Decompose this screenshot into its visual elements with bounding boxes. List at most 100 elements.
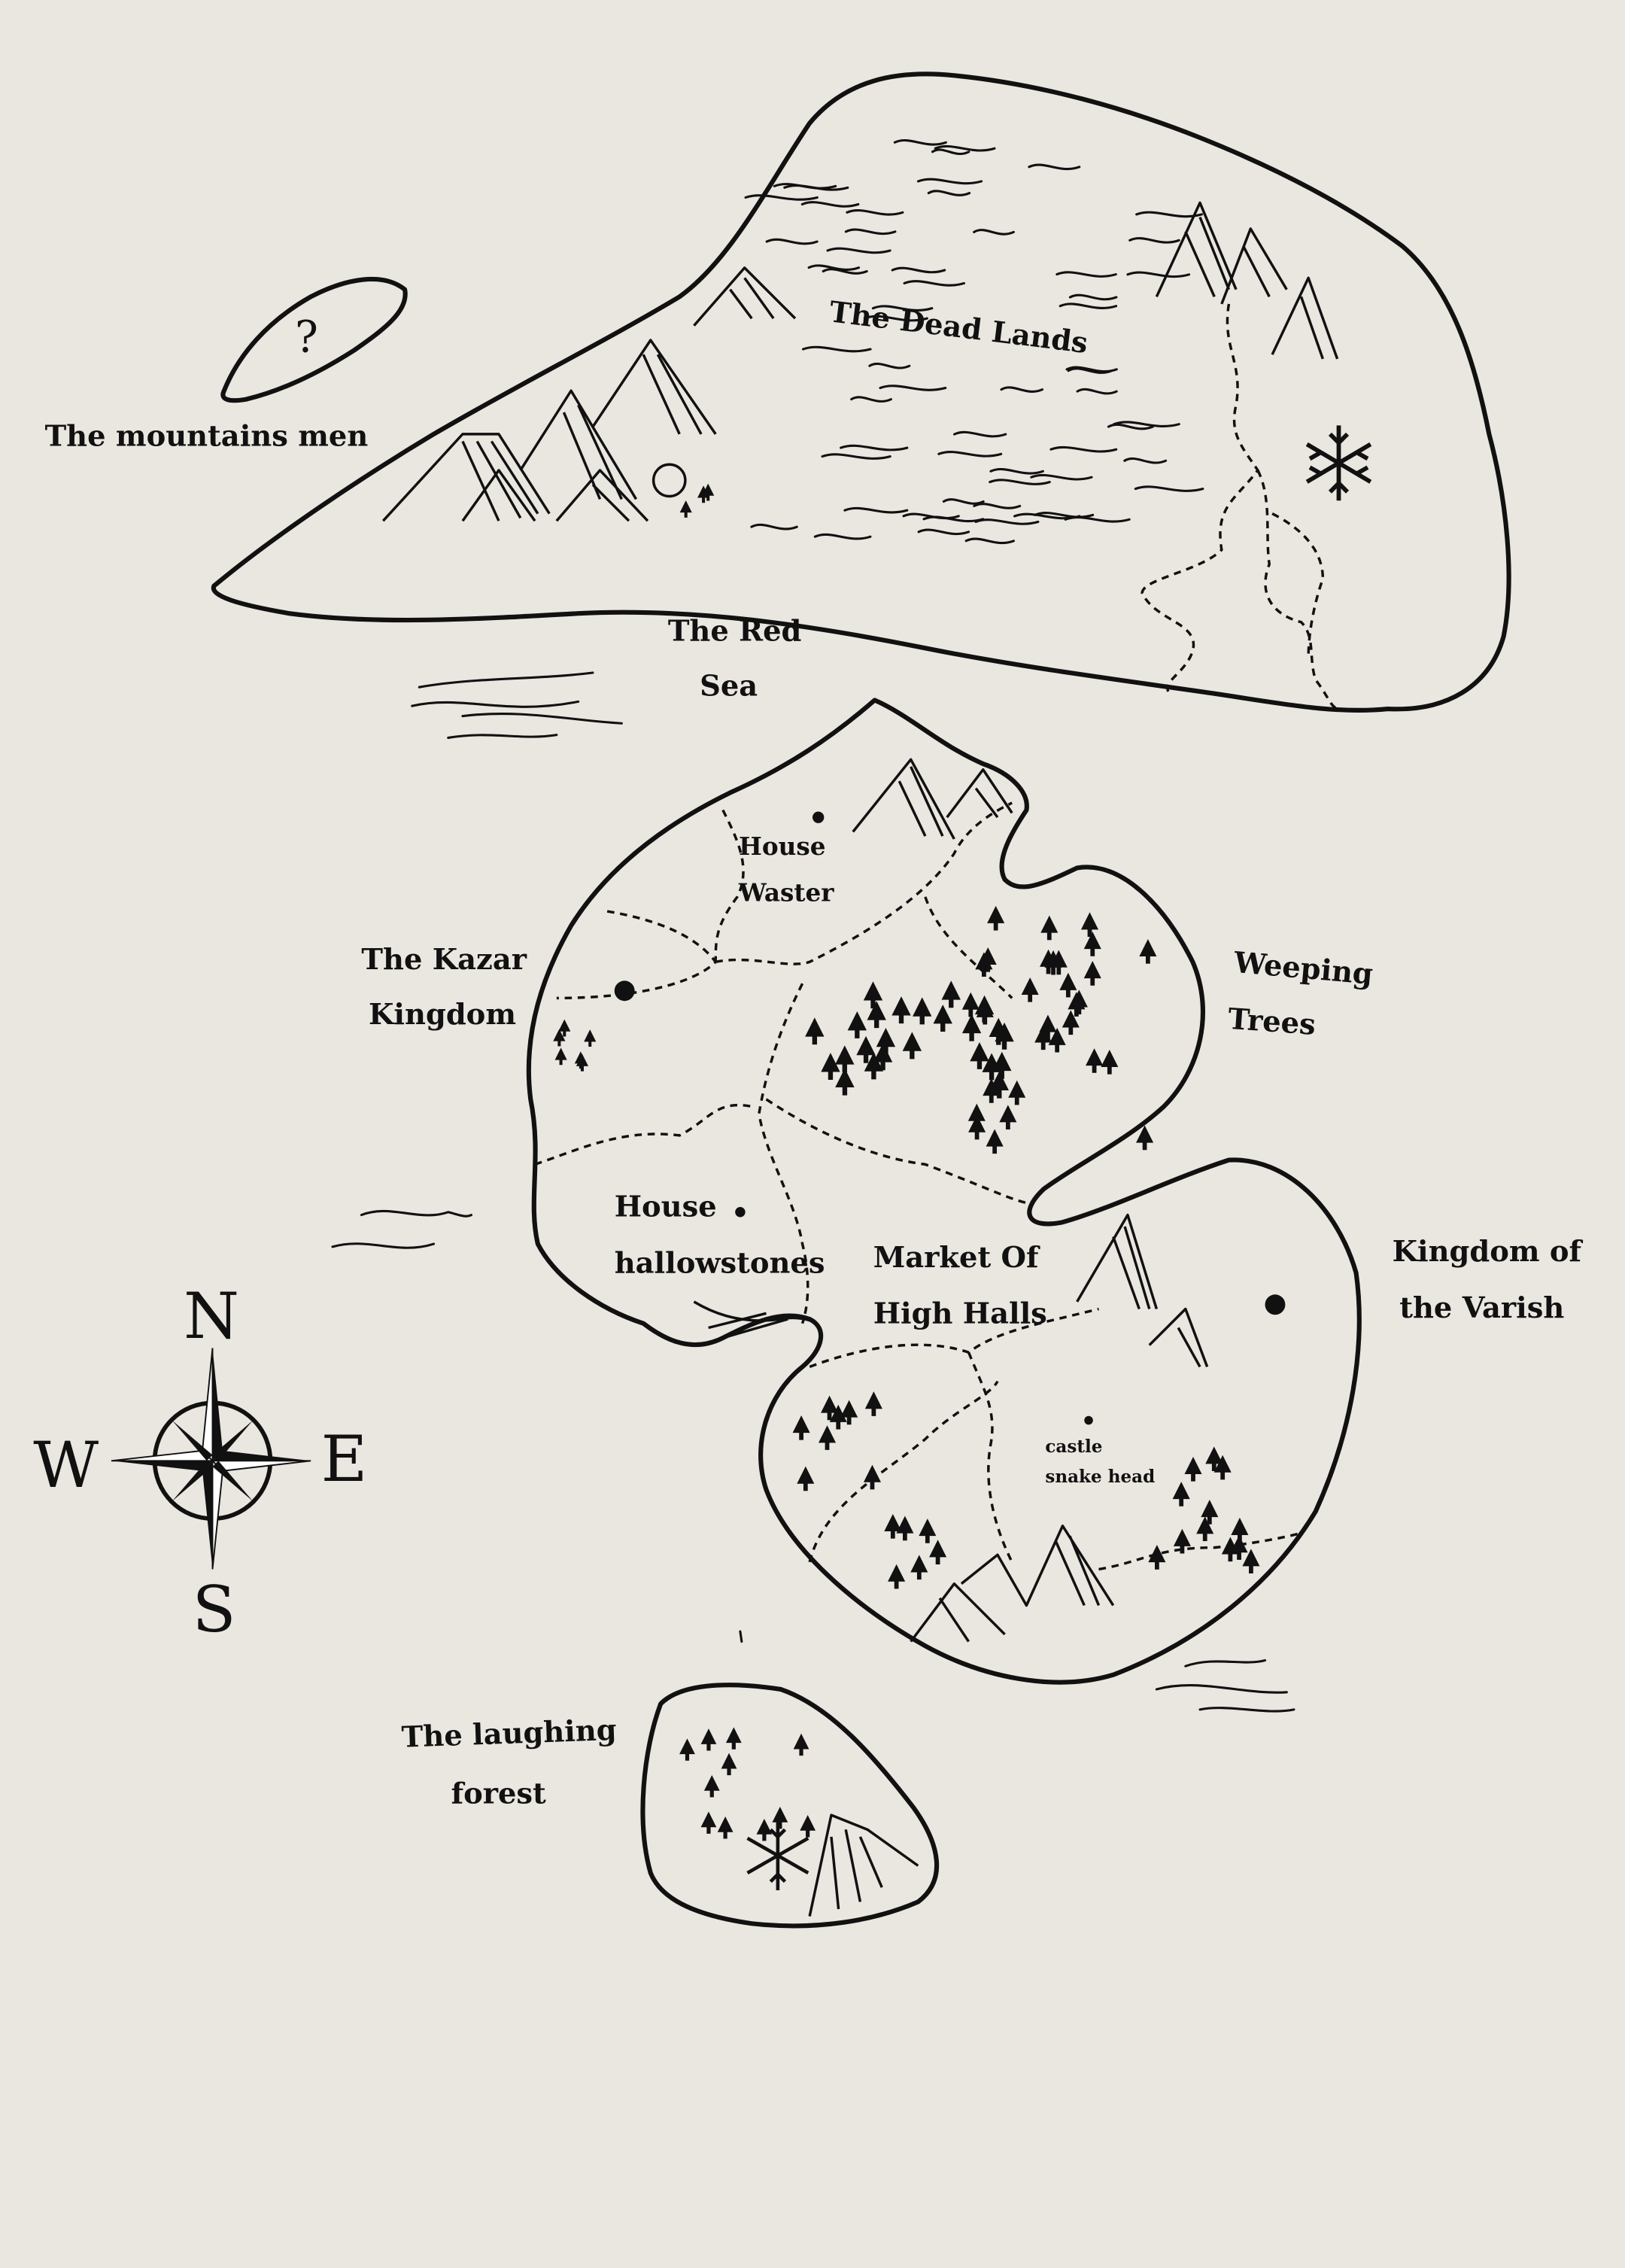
tree-icon [876,1027,896,1055]
tree-icon [847,1011,867,1038]
snowflake-icon [746,1820,809,1891]
tree-icon [1173,1528,1191,1554]
tree-icon [553,1029,566,1047]
settlement-dot-icon [1084,1415,1093,1425]
tree-icon [793,1733,809,1756]
tree-icon [864,1052,884,1080]
island-unknown [220,276,408,403]
tree-icon [987,905,1005,931]
label-hallowstones-2: hallowstones [615,1246,825,1280]
tree-icon [979,947,997,972]
forests [553,483,1260,1841]
tree-icon [986,1129,1004,1154]
label-weeping-2: Trees [1227,1002,1317,1042]
tree-icon [1070,990,1088,1015]
tree-icon [756,1819,773,1841]
label-laughing-2: forest [451,1777,546,1811]
tree-icon [1008,1080,1026,1105]
tree-icon [867,1001,886,1029]
tree-icon [800,1815,816,1838]
tree-icon [1044,950,1062,975]
tree-icon [818,1425,837,1450]
tree-icon [1213,1455,1232,1480]
tree-icon [999,1105,1017,1130]
tree-icon [703,1774,720,1798]
tree-icon [1040,915,1059,941]
tree-icon [1172,1482,1190,1506]
tree-icon [840,1400,858,1425]
island-laughing-forest [640,1683,940,1929]
tree-icon [863,981,883,1009]
tree-icon [835,1068,855,1096]
label-varish-1: Kingdom of [1393,1235,1584,1269]
tree-icon [888,1564,906,1589]
tree-icon [1205,1446,1223,1471]
label-kazar-1: The Kazar [361,943,527,977]
label-hallowstones-1: House [615,1190,717,1224]
tree-icon [863,1464,881,1490]
tree-icon [989,1017,1008,1045]
label-kazar-2: Kingdom [369,998,516,1032]
settlement-dot-icon [1265,1294,1286,1315]
label-house-waster-1: House [739,831,826,861]
tree-icon [1230,1535,1248,1560]
settlements [614,811,1286,1425]
tree-icon [992,1051,1012,1079]
settlement-dot-icon [812,811,825,823]
settlement-dot-icon [614,980,635,1002]
tree-icon [1136,1125,1154,1151]
tree-icon [910,1555,928,1580]
tree-icon [1231,1517,1249,1543]
tree-icon [941,980,961,1008]
tree-icon [829,1404,847,1430]
tree-icon [821,1395,839,1421]
tree-icon [1242,1549,1260,1574]
tree-icon [1196,1516,1214,1541]
label-market-2: High Halls [873,1297,1047,1331]
tree-icon [1184,1456,1202,1482]
tree-icon [856,1035,876,1063]
tree-icon [1083,932,1101,956]
tree-icon [976,999,994,1025]
label-market-1: Market Of [873,1241,1040,1275]
sea-waves [331,138,1295,1713]
tree-icon [558,1019,571,1037]
label-castle-1: castle [1045,1437,1102,1457]
mountains [381,201,1339,1917]
tree-icon [700,1728,717,1751]
compass-south: S [193,1573,236,1646]
tree-icon [902,1032,922,1060]
tree-icon [554,1047,567,1066]
tree-icon [772,1806,788,1829]
tree-icon [700,1811,717,1834]
tree-icon [968,1114,986,1140]
tree-icon [1048,1027,1066,1053]
tree-icon [989,1071,1009,1099]
tree-icon [1139,938,1157,964]
tree-icon [725,1727,742,1750]
tree-icon [913,997,932,1025]
island-dead-lands [211,71,1511,713]
tree-icon [805,1017,825,1045]
tree-icon [1062,1010,1080,1035]
tree-icon [1083,961,1101,986]
tree-icon [717,1817,734,1839]
tree-icon [983,1078,1001,1103]
tree-icon [982,1053,1001,1081]
tree-icon [919,1519,937,1543]
tree-icon [574,1051,587,1069]
tree-icon [961,992,980,1017]
label-laughing-1: The laughing [401,1713,617,1755]
tree-icon [896,1516,914,1541]
tree-icon [995,1022,1014,1050]
compass-rose-icon [111,1348,311,1570]
tree-icon [702,483,715,501]
label-house-waster-2: Waster [738,878,834,908]
label-varish-2: the Varish [1399,1291,1564,1325]
tree-icon [961,1014,982,1041]
label-mountain-men: The mountains men [45,419,369,453]
tree-icon [1221,1537,1239,1562]
tree-icon [721,1753,737,1776]
